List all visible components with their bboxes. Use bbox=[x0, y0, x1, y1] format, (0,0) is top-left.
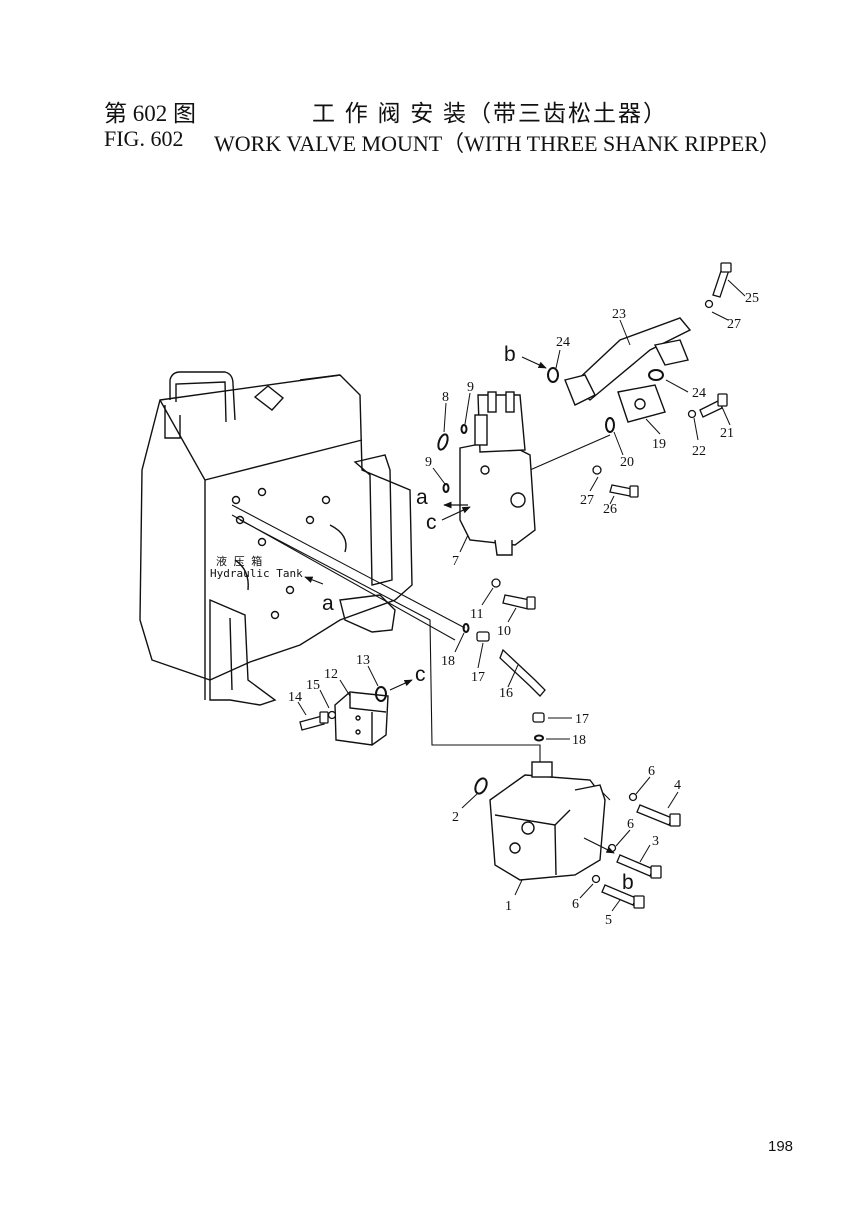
flow-marker-c: c bbox=[415, 663, 426, 686]
callout-9: 9 bbox=[425, 455, 432, 470]
callout-9: 9 bbox=[467, 380, 474, 395]
bolts bbox=[299, 262, 732, 909]
callout-7: 7 bbox=[452, 554, 459, 569]
callout-5: 5 bbox=[605, 913, 612, 928]
callout-2: 2 bbox=[452, 810, 459, 825]
figure-number-en: FIG. 602 bbox=[104, 126, 184, 151]
callout-20: 20 bbox=[620, 455, 634, 470]
callout-6: 6 bbox=[572, 897, 579, 912]
callout-6: 6 bbox=[648, 764, 655, 779]
callout-18: 18 bbox=[441, 654, 455, 669]
callout-numbers: 1 2 3 4 5 6 6 6 7 8 9 9 10 11 12 13 14 1… bbox=[288, 291, 759, 928]
callout-17: 17 bbox=[471, 670, 485, 685]
callout-16: 16 bbox=[499, 686, 513, 701]
callout-10: 10 bbox=[497, 624, 511, 639]
tank-label-cn: 液 压 箱 bbox=[216, 554, 262, 568]
callout-23: 23 bbox=[612, 307, 626, 322]
flow-marker-b: b bbox=[504, 343, 516, 366]
callout-22: 22 bbox=[692, 444, 706, 459]
figure-number-cn: 第 602 图 bbox=[104, 101, 196, 126]
callout-4: 4 bbox=[674, 778, 681, 793]
pump-assembly bbox=[489, 761, 606, 881]
callout-21: 21 bbox=[720, 426, 734, 441]
hydraulic-tank bbox=[139, 371, 413, 706]
callout-6: 6 bbox=[627, 817, 634, 832]
figure-title-en: WORK VALVE MOUNT（WITH THREE SHANK RIPPER… bbox=[214, 131, 781, 156]
callout-leaders bbox=[297, 279, 746, 912]
callout-15: 15 bbox=[306, 678, 320, 693]
callout-18: 18 bbox=[572, 733, 586, 748]
callout-13: 13 bbox=[356, 653, 370, 668]
o-rings bbox=[375, 367, 664, 795]
callout-24: 24 bbox=[692, 386, 706, 401]
pipe-assembly bbox=[564, 317, 692, 423]
flow-markers: a a b b c c bbox=[304, 343, 634, 894]
callout-3: 3 bbox=[652, 834, 659, 849]
flow-marker-b: b bbox=[622, 871, 634, 894]
callout-26: 26 bbox=[603, 502, 617, 517]
callout-12: 12 bbox=[324, 667, 338, 682]
callout-14: 14 bbox=[288, 690, 302, 705]
callout-24: 24 bbox=[556, 335, 570, 350]
callout-27: 27 bbox=[580, 493, 594, 508]
tank-label-en: Hydraulic Tank bbox=[210, 567, 303, 580]
callout-11: 11 bbox=[470, 607, 483, 622]
callout-17: 17 bbox=[575, 712, 589, 727]
valve-block bbox=[334, 691, 389, 746]
flow-marker-a: a bbox=[322, 592, 334, 615]
work-valve bbox=[459, 391, 536, 556]
callout-1: 1 bbox=[505, 899, 512, 914]
flow-marker-a: a bbox=[416, 486, 428, 509]
figure-title-cn: 工 作 阀 安 装（带三齿松土器） bbox=[312, 101, 668, 126]
page-number: 198 bbox=[768, 1138, 794, 1155]
callout-8: 8 bbox=[442, 390, 449, 405]
callout-27: 27 bbox=[727, 317, 741, 332]
callout-19: 19 bbox=[652, 437, 666, 452]
flow-marker-c: c bbox=[426, 511, 437, 534]
callout-25: 25 bbox=[745, 291, 759, 306]
